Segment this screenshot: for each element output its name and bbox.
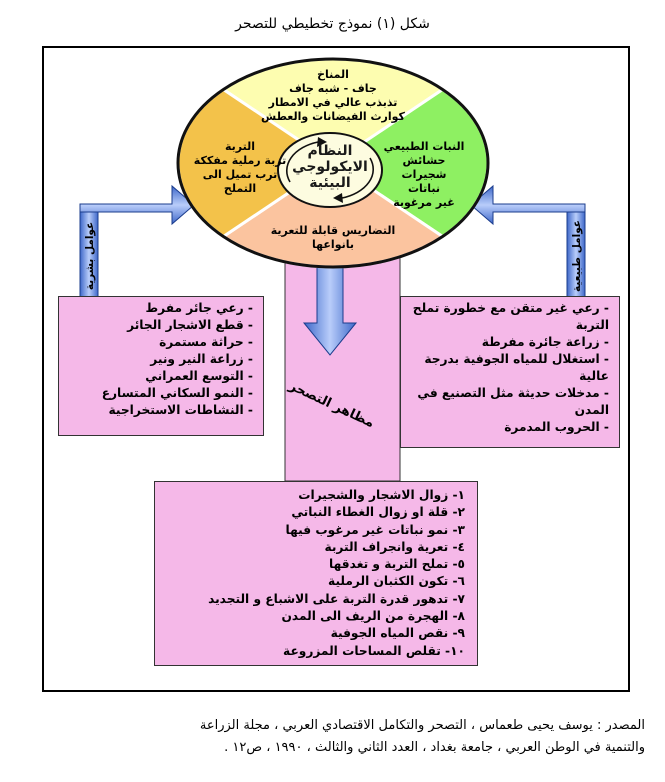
vegetation-line-3: شجيرات [401,168,447,181]
list-item: - الحروب المدمرة [504,420,609,434]
core-line-3: البيئية [309,175,351,191]
left-arrow [79,184,195,299]
soil-line-4: التملح [223,182,257,195]
right-arrow-label: عوامل طبيعية [571,220,583,292]
cycle-arrowhead-icon [317,137,327,147]
left-arrow-label: عوامل بشرية [84,222,96,290]
source-line-2: والتنمية في الوطن العربي ، جامعة بغداد ،… [224,740,645,755]
climate-line-3: تذبذب عالي في الامطار [268,96,398,109]
right-arrow [470,184,586,299]
climate-line-1: المناخ [317,68,349,81]
list-item: - حراثة مستمرة [159,335,253,349]
climate-line-4: كوارث الفيضانات والعطش [261,110,405,123]
vegetation-line-5: غير مرغوبة [393,196,455,209]
human-factors-box: - رعي جائر مفرط - قطع الاشجار الجائر - حرا… [58,296,264,436]
core-line-1: النظام [307,143,353,159]
list-item: - زراعة النير ونير [150,352,253,366]
list-item: ٦- تكون الكثبان الرملية [328,574,465,589]
list-item: ١- زوال الاشجار والشجيرات [298,488,465,502]
cycle-arrow-icon-2 [341,157,375,199]
cycle-arrowhead-icon-2 [333,193,343,203]
list-item: ٣- نمو نباتات غير مرغوب فيها [285,522,465,537]
ecosystem-circle-outline [176,57,490,269]
soil-line-1: التربة [224,140,256,153]
cycle-arrow-icon [285,141,319,183]
terrain-line-2: بانواعها [312,238,354,251]
vegetation-line-2: حشائش [402,154,446,167]
diagram-frame [42,46,630,692]
list-item: - استغلال للمياه الجوفية بدرجة عالية [424,352,609,383]
soil-line-3: ترب تميل الى [202,168,278,181]
page-title: شكل (١) نموذج تخطيطي للتصحر [235,16,430,32]
desertification-signs-box: ١- زوال الاشجار والشجيرات ٢- قلة او زوال … [154,481,478,666]
list-item: - زراعة جائرة مفرطة [481,335,609,349]
list-item: - النشاطات الاستخراجية [108,403,253,417]
list-item: ٩- نقص المياه الجوفية [330,626,465,641]
core-text: النظام الايكولوجي البيئية [283,143,377,191]
list-item: - التوسع العمراني [145,369,253,383]
list-item: ٧- تدهور قدرة التربة على الاشباع و التجد… [208,591,465,606]
list-item: ٤- تعرية وانجراف التربة [324,539,465,554]
core-line-2: الايكولوجي [292,159,368,175]
source-line-1: المصدر : يوسف يحيى طعماس ، التصحر والتكا… [199,718,645,733]
list-item: - مدخلات حديثة مثل التصنيع في المدن [417,386,609,417]
list-item: ٢- قلة او زوال الغطاء النباتي [291,505,465,520]
list-item: ١٠- تقلص المساحات المزروعة [283,643,465,658]
vegetation-line-4: نباتات [407,182,441,195]
ecosystem-core [277,132,383,208]
terrain-line-1: التضاريس قابلة للتعرية [270,224,396,237]
list-item: ٨- الهجرة من الريف الى المدن [281,609,465,624]
vegetation-line-1: النبات الطبيعي [383,140,465,153]
source-citation: المصدر : يوسف يحيى طعماس ، التصحر والتكا… [20,715,645,759]
list-item: - قطع الاشجار الجائر [127,318,253,332]
soil-line-2: تربة رملية مفككة [193,154,287,167]
list-item: - رعي غير متقن مع خطورة تملح التربة [412,301,609,332]
list-item: - رعي جائر مفرط [145,301,253,315]
center-arrow [302,261,358,356]
natural-factors-box: - رعي غير متقن مع خطورة تملح التربة - زرا… [400,296,620,448]
list-item: - النمو السكاني المتسارع [101,386,253,400]
climate-line-2: جاف - شبه جاف [289,82,377,95]
list-item: ٥- تملح التربة و تغدقها [329,557,465,572]
